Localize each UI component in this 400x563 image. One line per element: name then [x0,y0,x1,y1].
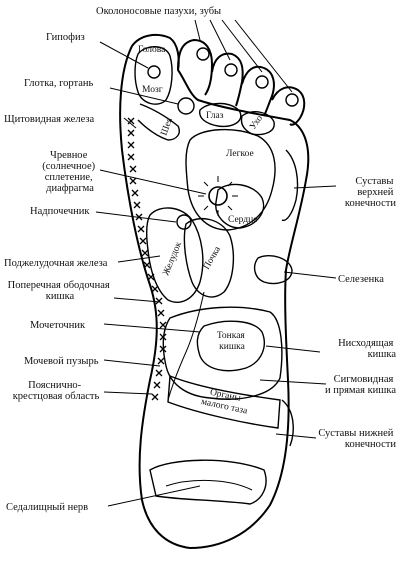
solar-plexus-sun [198,176,238,216]
label-neck: Шея [159,116,175,137]
head-zone [134,46,173,105]
lower-limb-joints-zone [281,399,294,447]
label-pharynx-larynx: Глотка, гортань [24,78,93,89]
label-upper-limb-joints: Суставы верхней конечности [345,176,396,209]
label-thyroid: Щитовидная железа [4,114,95,125]
label-transverse-colon: Поперечная ободочная кишка [8,280,113,302]
label-pituitary: Гипофиз [46,32,85,43]
label-ear: Ухо [248,114,265,132]
adrenal-dot [176,214,192,230]
label-stomach: Желудок [162,240,185,277]
toe-4 [241,65,275,117]
sinus-dot-2 [196,47,210,61]
label-kidney: Почка [202,244,223,271]
toe-2 [177,39,213,96]
label-sinuses-teeth: Околоносовые пазухи, зубы [96,6,221,17]
upper-limb-joints-zone [281,149,299,222]
sinus-dot-4 [255,75,269,89]
label-lung: Легкое [226,149,254,159]
ear-zone [240,111,275,136]
label-head: Голова [138,45,166,55]
label-ureter: Мочеточник [30,320,86,331]
label-spleen: Селезенка [338,274,384,285]
sciatic-zone [149,459,267,505]
sciatic-arc [165,479,253,491]
kidney-zone [183,217,235,298]
ureter-line [167,291,205,401]
leader-lines [95,19,337,507]
sinus-dot-5 [285,93,299,107]
heart-zone [215,183,265,229]
label-sciatic-nerve: Седалищный нерв [6,502,88,513]
label-small-intestine: Тонкая кишка [217,331,247,352]
spleen-zone [253,254,293,285]
small-intestine-zone [196,320,265,372]
foot-outline [119,33,310,549]
label-lumbosacral: Пояснично- крестцовая область [13,380,100,402]
label-eye: Глаз [206,111,224,121]
label-sigmoid-rectum: Сигмовидная и прямая кишка [325,374,396,396]
label-descending-colon: Нисходящая кишка [338,338,396,360]
pelvic-organs-zone [167,374,281,429]
label-solar-plexus: Чревное (солнечное) сплетение, диафрагма [42,150,98,194]
toe-5 [271,86,306,126]
pituitary-dot [147,65,161,79]
spine-markers [127,117,167,401]
label-heart: Сердце [228,215,257,225]
toe-3 [211,52,244,107]
intestine-frame [162,306,283,400]
label-brain: Мозг [142,85,163,95]
label-lower-limb-joints: Суставы нижней конечности [318,428,396,450]
eye-zone [199,102,242,128]
label-adrenal: Надпочечник [30,206,90,217]
pharynx-dot [177,97,195,115]
neck-zone [137,103,180,141]
label-pelvic-organs: Органы малого таза [200,386,251,416]
sinus-dot-3 [224,63,238,77]
label-pancreas: Поджелудочная железа [4,258,108,269]
label-bladder: Мочевой пузырь [24,356,99,367]
